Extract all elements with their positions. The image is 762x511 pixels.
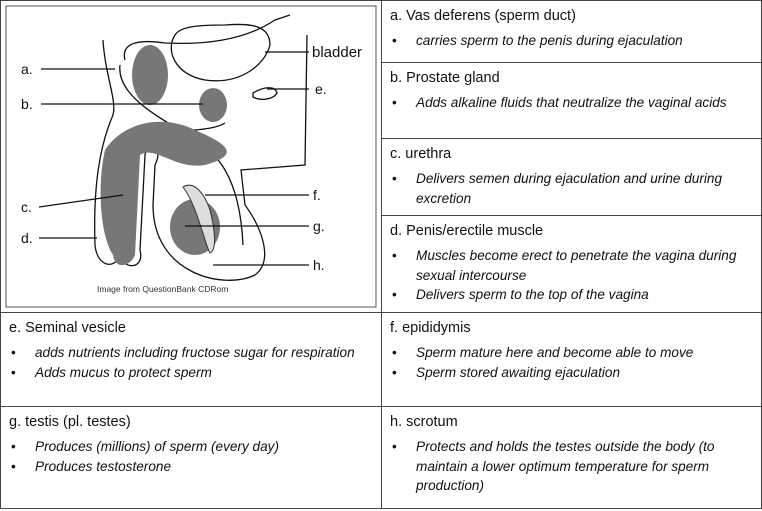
cell-vas-deferens: a. Vas deferens (sperm duct) carries spe… <box>381 0 762 63</box>
cell-heading: c. urethra <box>390 146 452 162</box>
cell-epididymis: f. epididymis Sperm mature here and beco… <box>381 312 762 407</box>
label-d: d. <box>21 230 33 246</box>
bullet-item: Adds alkaline fluids that neutralize the… <box>390 93 753 113</box>
cell-heading: h. scrotum <box>390 414 458 430</box>
cell-scrotum: h. scrotum Protects and holds the testes… <box>381 406 762 509</box>
label-c: c. <box>21 199 32 215</box>
cell-seminal-vesicle: e. Seminal vesicle adds nutrients includ… <box>0 312 382 407</box>
cell-penis: d. Penis/erectile muscle Muscles become … <box>381 215 762 313</box>
bullet-item: Produces testosterone <box>9 457 373 477</box>
cell-heading: b. Prostate gland <box>390 70 500 86</box>
bullet-item: Muscles become erect to penetrate the va… <box>390 246 753 285</box>
bullet-item: Delivers semen during ejaculation and ur… <box>390 169 753 208</box>
bullet-item: Delivers sperm to the top of the vagina <box>390 285 753 305</box>
cell-heading: d. Penis/erectile muscle <box>390 223 544 239</box>
cell-prostate-gland: b. Prostate gland Adds alkaline fluids t… <box>381 62 762 139</box>
cell-heading: f. epididymis <box>390 320 471 336</box>
cell-heading: g. testis (pl. testes) <box>9 414 131 430</box>
cell-heading: a. Vas deferens (sperm duct) <box>390 8 576 24</box>
label-g: g. <box>313 218 325 234</box>
label-e: e. <box>315 81 327 97</box>
label-f: f. <box>313 187 321 203</box>
image-caption: Image from QuestionBank CDRom <box>97 284 228 294</box>
bullet-item: Adds mucus to protect sperm <box>9 363 373 383</box>
cell-testis: g. testis (pl. testes) Produces (million… <box>0 406 382 509</box>
reproductive-system-diagram: a. b. c. d. bladder e. f. g. h. Image fr… <box>5 5 377 308</box>
bullet-item: Sperm mature here and become able to mov… <box>390 343 753 363</box>
label-a: a. <box>21 61 33 77</box>
label-bladder: bladder <box>312 44 362 61</box>
diagram-cell: a. b. c. d. bladder e. f. g. h. Image fr… <box>0 0 382 313</box>
label-b: b. <box>21 96 33 112</box>
cell-heading: e. Seminal vesicle <box>9 320 126 336</box>
bullet-item: adds nutrients including fructose sugar … <box>9 343 373 363</box>
label-h: h. <box>313 257 325 273</box>
bullet-item: carries sperm to the penis during ejacul… <box>390 31 753 51</box>
cell-urethra: c. urethra Delivers semen during ejacula… <box>381 138 762 216</box>
bullet-item: Produces (millions) of sperm (every day) <box>9 437 373 457</box>
bullet-item: Protects and holds the testes outside th… <box>390 437 753 496</box>
bullet-item: Sperm stored awaiting ejaculation <box>390 363 753 383</box>
